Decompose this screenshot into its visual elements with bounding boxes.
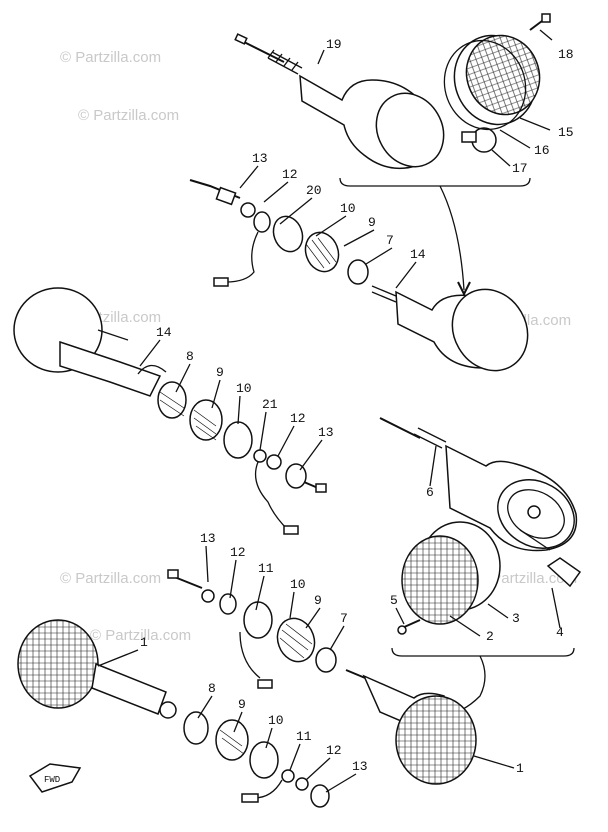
callout-10: 10 [268, 713, 284, 728]
callout-11: 11 [296, 729, 312, 744]
callout-1: 1 [140, 635, 148, 650]
callout-16: 16 [534, 143, 550, 158]
callout-18: 18 [558, 47, 574, 62]
top-flasher-assembly [234, 13, 553, 297]
leader-lines [97, 165, 561, 793]
callout-1: 1 [516, 761, 524, 776]
front-direction-label: FWD [44, 775, 60, 785]
callout-9: 9 [216, 365, 224, 380]
callout-13: 13 [200, 531, 216, 546]
callout-2: 2 [486, 629, 494, 644]
callout-21: 21 [262, 397, 278, 412]
callout-9: 9 [238, 697, 246, 712]
callout-19: 19 [326, 37, 342, 52]
callout-12: 12 [326, 743, 342, 758]
callout-14: 14 [156, 325, 172, 340]
lower-flasher-assembly: FWD [17, 569, 477, 808]
callout-12: 12 [230, 545, 246, 560]
callout-13: 13 [352, 759, 368, 774]
callout-4: 4 [556, 625, 564, 640]
callout-13: 13 [252, 151, 268, 166]
callout-12: 12 [282, 167, 298, 182]
callout-14: 14 [410, 247, 426, 262]
callout-15: 15 [558, 125, 574, 140]
callout-12: 12 [290, 411, 306, 426]
callout-20: 20 [306, 183, 322, 198]
watermark: © Partzilla.com [78, 107, 179, 124]
watermark: © Partzilla.com [476, 570, 577, 587]
callout-11: 11 [258, 561, 274, 576]
callout-8: 8 [186, 349, 194, 364]
watermark: © Partzilla.com [60, 49, 161, 66]
callout-17: 17 [512, 161, 528, 176]
callout-6: 6 [426, 485, 434, 500]
callout-7: 7 [386, 233, 394, 248]
callout-7: 7 [340, 611, 348, 626]
callout-8: 8 [208, 681, 216, 696]
callout-labels: 19 18 15 16 17 13 12 20 10 9 7 14 14 8 9… [140, 37, 574, 776]
right-flasher-assembly [379, 417, 582, 715]
callout-9: 9 [314, 593, 322, 608]
callout-3: 3 [512, 611, 520, 626]
callout-10: 10 [236, 381, 252, 396]
callout-9: 9 [368, 215, 376, 230]
callout-13: 13 [318, 425, 334, 440]
watermark: © Partzilla.com [90, 627, 191, 644]
callout-10: 10 [290, 577, 306, 592]
callout-5: 5 [390, 593, 398, 608]
watermark: © Partzilla.com [60, 570, 161, 587]
callout-10: 10 [340, 201, 356, 216]
middle-flasher-assembly [13, 179, 529, 535]
